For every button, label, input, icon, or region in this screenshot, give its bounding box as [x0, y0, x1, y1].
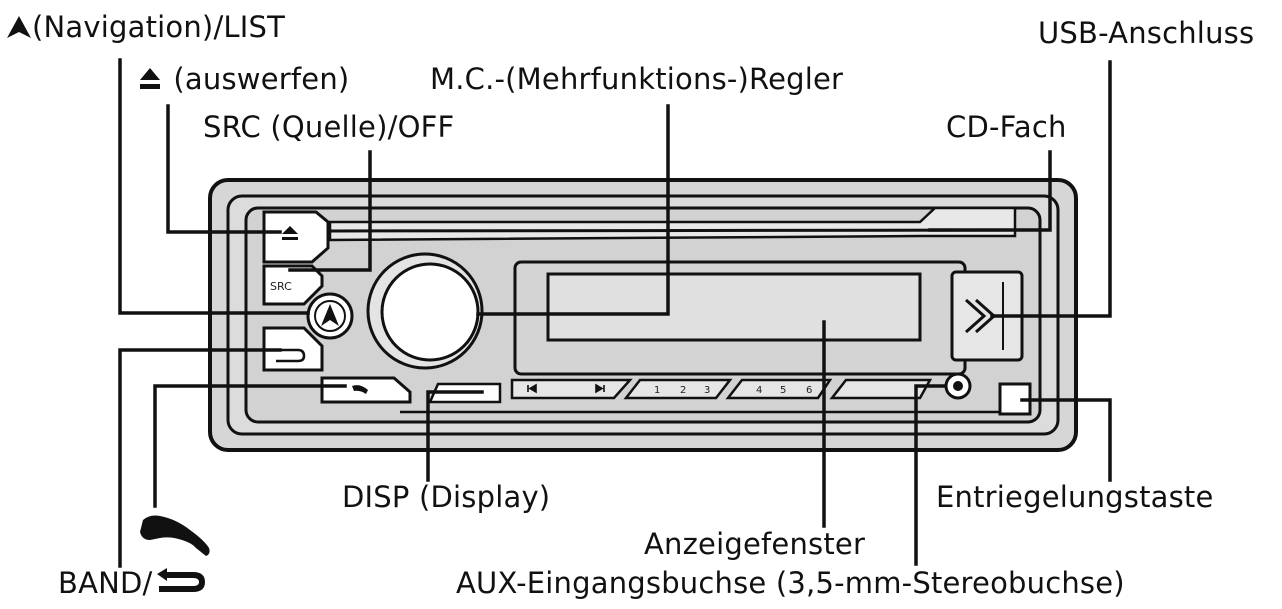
- cd-slot-line: [329, 228, 1041, 233]
- eject-icon: [282, 226, 298, 240]
- preset-2: 2: [680, 385, 686, 396]
- label-mc-regler: M.C.-(Mehrfunktions-)Regler: [430, 62, 844, 96]
- label-cd-fach: CD-Fach: [946, 110, 1067, 144]
- preset-4: 4: [756, 385, 762, 396]
- preset-buttons-4-6-b[interactable]: [829, 378, 933, 400]
- back-arrow-icon: [276, 348, 306, 363]
- label-band: BAND/: [58, 566, 209, 600]
- phone-handset-icon: [352, 385, 368, 394]
- leader-phone: [153, 384, 347, 508]
- src-button-label: SRC: [270, 280, 292, 293]
- preset-buttons-4-6-a[interactable]: [725, 378, 833, 400]
- navigation-button-ring: [314, 300, 346, 332]
- track-next-icon: [595, 383, 605, 394]
- eject-icon: [140, 68, 160, 89]
- preset-3: 3: [704, 385, 710, 396]
- display-window: [546, 272, 922, 342]
- leader-mc: [476, 104, 670, 316]
- preset-5: 5: [780, 385, 786, 396]
- navigation-arrow-icon: [7, 16, 31, 38]
- leader-release: [1020, 398, 1112, 482]
- leader-disp: [426, 390, 484, 482]
- label-src-off: SRC (Quelle)/OFF: [203, 110, 455, 144]
- label-eject-text: (auswerfen): [173, 62, 350, 96]
- label-band-text: BAND/: [58, 566, 153, 600]
- label-aux: AUX-Eingangsbuchse (3,5-mm-Stereobuchse): [456, 566, 1125, 600]
- leader-eject: [166, 104, 282, 234]
- track-buttons[interactable]: [510, 378, 633, 400]
- leader-cd: [928, 150, 1052, 232]
- leader-usb: [990, 60, 1112, 318]
- preset-1: 1: [654, 385, 660, 396]
- label-eject: (auswerfen): [136, 62, 349, 96]
- leader-lines: [118, 58, 1112, 568]
- preset-6: 6: [806, 385, 812, 396]
- back-arrow-icon: [156, 568, 205, 592]
- leader-src: [288, 150, 372, 272]
- leader-navigation: [118, 58, 310, 315]
- src-button[interactable]: [262, 264, 324, 306]
- label-usb: USB-Anschluss: [1038, 16, 1255, 50]
- leader-aux: [914, 384, 946, 566]
- leader-band: [118, 348, 282, 568]
- label-disp: DISP (Display): [342, 480, 551, 514]
- release-button[interactable]: [998, 382, 1032, 416]
- mc-knob[interactable]: [380, 262, 480, 362]
- navigation-arrow-icon: [321, 304, 339, 326]
- preset-buttons-1-3[interactable]: [623, 378, 733, 400]
- label-anzeigefenster: Anzeigefenster: [644, 527, 866, 561]
- phone-handset-icon: [140, 515, 210, 556]
- label-navigation-list-text: (Navigation)/LIST: [32, 10, 286, 44]
- label-entriegelung: Entriegelungstaste: [936, 480, 1214, 514]
- track-prev-icon: [527, 383, 537, 394]
- label-navigation-list: (Navigation)/LIST: [6, 10, 285, 44]
- aux-jack-hole: [953, 381, 963, 391]
